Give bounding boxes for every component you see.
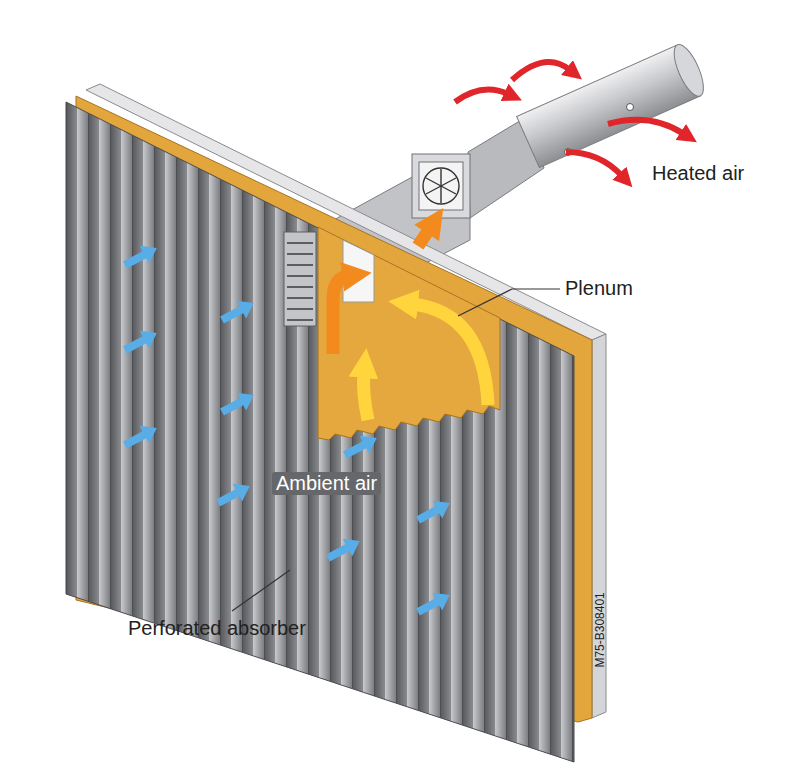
part-label: Plenum <box>565 277 633 300</box>
fan-blade <box>426 186 441 194</box>
flow-label: Ambient air <box>272 472 381 495</box>
ambient-air-arrow <box>413 494 454 529</box>
heated-air-arrow <box>512 62 570 80</box>
fan-housing <box>412 154 470 218</box>
duct-inlet <box>343 240 374 302</box>
illustration-part <box>287 319 313 321</box>
illustration-part <box>287 253 313 255</box>
fan-opening <box>419 162 463 210</box>
illustration-part <box>287 297 313 299</box>
ambient-air-arrow <box>340 429 381 464</box>
fan-ring <box>423 168 459 204</box>
fan-symbol <box>423 168 459 204</box>
ambient-air-arrow <box>217 294 258 329</box>
illustration-part <box>287 286 313 288</box>
heated-air-arrow <box>608 120 684 134</box>
flow-label: Heated air <box>652 162 744 185</box>
figure-number: M75-B308401 <box>594 592 608 667</box>
ambient-air-arrow <box>323 532 364 567</box>
pipe-end <box>668 41 709 100</box>
fan-blade <box>440 186 441 203</box>
fan-flow-arrow <box>418 228 430 246</box>
heated-air-arrow <box>566 152 622 176</box>
leader-line <box>232 570 290 611</box>
leader-line <box>458 289 560 316</box>
illustration-part <box>287 308 313 310</box>
ambient-air-arrow <box>213 477 254 512</box>
ambient-air-arrow <box>120 239 161 274</box>
fan-blade <box>440 169 441 186</box>
fan-blade <box>441 178 456 186</box>
pipe-hole <box>627 104 634 111</box>
perforated-absorber <box>66 102 574 762</box>
illustration-part <box>287 242 313 244</box>
bypass-damper <box>284 232 316 326</box>
ambient-air-arrow <box>120 324 161 359</box>
part-label: Perforated absorber <box>128 617 306 640</box>
damper-slats <box>287 243 313 320</box>
fan-blade <box>426 178 441 186</box>
plenum-cutaway <box>318 227 500 440</box>
ambient-air-arrow <box>217 386 258 421</box>
ambient-air-arrow <box>120 419 161 454</box>
illustration-part <box>287 264 313 266</box>
illustration-part <box>287 275 313 277</box>
plenum-flow-arrow <box>412 304 488 405</box>
inflow-arrow <box>333 276 348 354</box>
damper-frame <box>284 232 316 326</box>
ambient-air-arrow <box>413 586 454 621</box>
heated-air-arrow <box>455 90 508 103</box>
plenum-flow-arrow <box>364 372 369 420</box>
ambient-air-arrows <box>120 239 454 621</box>
fan-blade <box>441 186 456 194</box>
